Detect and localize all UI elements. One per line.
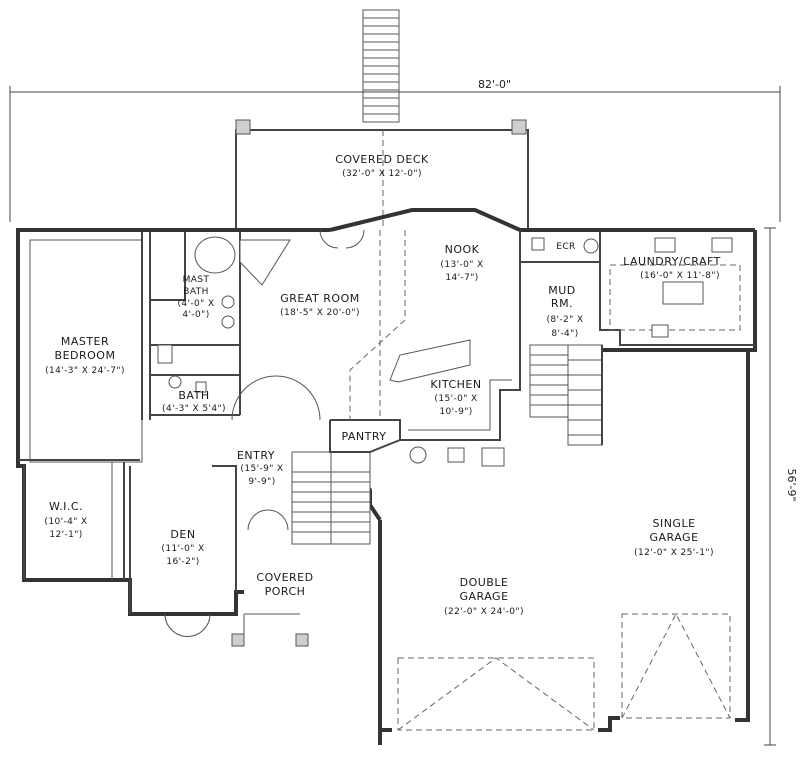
depth-dimension-line bbox=[764, 227, 776, 746]
single-garage-label-line2: GARAGE bbox=[649, 531, 698, 544]
double-garage-size: (22'-0" X 24'-0") bbox=[444, 607, 524, 617]
master-bedroom-label-line2: BEDROOM bbox=[55, 349, 116, 362]
kitchen-size-line1: (15'-0" X bbox=[434, 394, 477, 404]
overall-depth-label: 56'-9" bbox=[785, 468, 798, 501]
entry-size-line2: 9'-9") bbox=[248, 477, 275, 487]
double-garage-label-line2: GARAGE bbox=[459, 590, 508, 603]
mast-bath-label-line2: BATH bbox=[183, 287, 209, 297]
nook-label: NOOK bbox=[445, 243, 480, 256]
master-bedroom-label-line1: MASTER bbox=[61, 335, 109, 348]
nook-size-line1: (13'-0" X bbox=[440, 260, 483, 270]
pantry-label: PANTRY bbox=[341, 430, 386, 443]
width-dimension-line bbox=[9, 86, 781, 222]
mast-bath-size-line2: 4'-0") bbox=[182, 310, 209, 320]
mud-room-label-line2: RM. bbox=[551, 297, 573, 310]
fixtures bbox=[157, 229, 733, 637]
kitchen-size-line2: 10'-9") bbox=[439, 407, 472, 417]
entry-label: ENTRY bbox=[237, 449, 275, 462]
exterior-walls bbox=[16, 208, 757, 745]
interior-walls bbox=[18, 230, 755, 731]
great-room-size: (18'-5" X 20'-0") bbox=[280, 308, 360, 318]
kitchen-label: KITCHEN bbox=[430, 378, 481, 391]
bath-size: (4'-3" X 5'4") bbox=[162, 404, 226, 414]
wic-label: W.I.C. bbox=[49, 500, 83, 513]
ecr-label: ECR bbox=[556, 242, 575, 252]
covered-deck-outline bbox=[235, 119, 529, 228]
mud-room-size-line2: 8'-4") bbox=[551, 329, 578, 339]
bath-label: BATH bbox=[178, 389, 209, 402]
single-garage-size: (12'-0" X 25'-1") bbox=[634, 548, 714, 558]
great-room-label: GREAT ROOM bbox=[280, 292, 359, 305]
wic-size-line2: 12'-1") bbox=[49, 530, 82, 540]
mud-room-label-line1: MUD bbox=[548, 284, 576, 297]
laundry-label: LAUNDRY/CRAFT bbox=[623, 255, 721, 268]
covered-deck-size: (32'-0" X 12'-0") bbox=[342, 169, 422, 179]
chimney bbox=[362, 9, 400, 123]
overall-width-label: 82'-0" bbox=[478, 78, 511, 91]
nook-size-line2: 14'-7") bbox=[445, 273, 478, 283]
mast-bath-label-line1: MAST bbox=[183, 275, 210, 285]
laundry-size: (16'-0" X 11'-8") bbox=[640, 271, 720, 281]
den-label: DEN bbox=[170, 528, 195, 541]
covered-porch-label-line1: COVERED bbox=[256, 571, 313, 584]
single-garage-label-line1: SINGLE bbox=[652, 517, 695, 530]
mast-bath-size-line1: (4'-0" X bbox=[177, 299, 214, 309]
double-garage-label-line1: DOUBLE bbox=[460, 576, 509, 589]
mud-room-size-line1: (8'-2" X bbox=[546, 315, 583, 325]
entry-size-line1: (15'-9" X bbox=[240, 464, 283, 474]
covered-porch-label-line2: PORCH bbox=[265, 585, 306, 598]
master-bedroom-size: (14'-3" X 24'-7") bbox=[45, 366, 125, 376]
wic-size-line1: (10'-4" X bbox=[44, 517, 87, 527]
covered-deck-label: COVERED DECK bbox=[335, 153, 429, 166]
den-size-line2: 16'-2") bbox=[166, 557, 199, 567]
den-size-line1: (11'-0" X bbox=[161, 544, 204, 554]
